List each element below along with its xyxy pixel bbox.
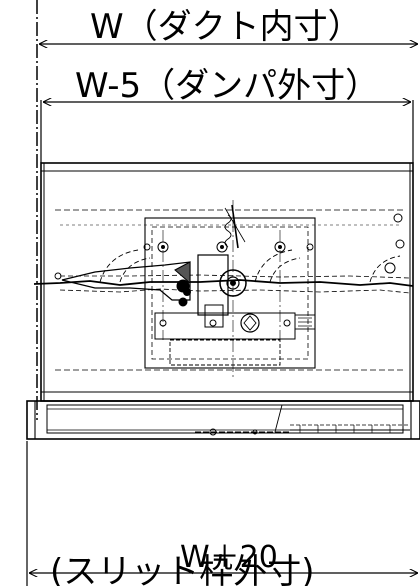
damper-outer-width-label: W-5（ダンパ外寸）	[75, 66, 379, 106]
duct-inner-width-label: W（ダクト内寸）	[90, 7, 362, 47]
damper-outer-dimension: W-5（ダンパ外寸）	[40, 66, 414, 163]
blade-line	[33, 274, 414, 294]
slit-frame-caption: (スリット枠外寸)	[50, 552, 315, 586]
linkage-arcs	[99, 249, 401, 283]
slit-frame-width-label: W＋20	[180, 540, 278, 575]
slit-frame-dimension: W＋20 (スリット枠外寸)	[26, 441, 418, 586]
centre-lines	[162, 200, 281, 380]
slit-frame	[26, 400, 420, 440]
duct-inner-dimension: W（ダクト内寸）	[36, 0, 418, 420]
